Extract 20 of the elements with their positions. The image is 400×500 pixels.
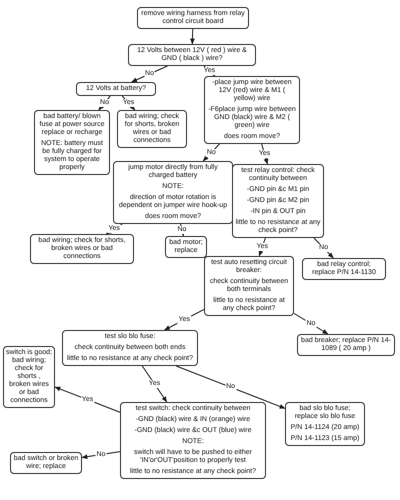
flowchart-box [76, 82, 156, 96]
arrow [131, 66, 168, 82]
flowchart-box [120, 402, 266, 479]
flowchart-box [113, 161, 233, 224]
flowchart-box [232, 164, 324, 238]
arrow [176, 366, 286, 409]
arrow [142, 366, 168, 402]
flowchart-box [302, 258, 386, 280]
arrow [190, 28, 195, 45]
flowchart-box [204, 76, 300, 144]
flowchart-box [128, 44, 256, 66]
arrow [164, 308, 204, 330]
flowchart-box [62, 330, 198, 366]
arrow [54, 386, 120, 413]
arrow [313, 238, 334, 258]
flowchart-box [30, 234, 134, 264]
flowchart-box [34, 110, 110, 175]
flowchart-box [117, 110, 187, 148]
flowchart-box [204, 256, 294, 316]
flowchart-box [285, 402, 365, 446]
